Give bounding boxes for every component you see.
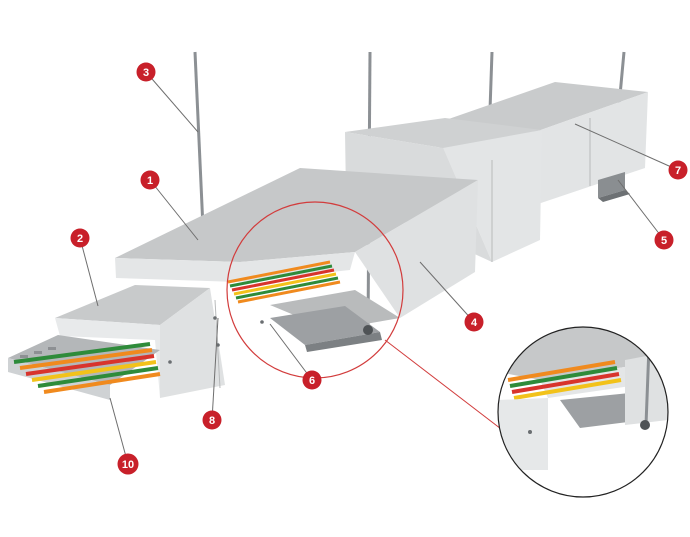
duct-front-section bbox=[55, 285, 225, 398]
duct-side-board bbox=[355, 180, 478, 318]
svg-text:7: 7 bbox=[675, 165, 681, 177]
rod-nut bbox=[363, 325, 373, 335]
callout-8: 8 bbox=[202, 410, 222, 430]
duct-side-face bbox=[535, 92, 648, 205]
fixing-screws bbox=[168, 316, 264, 364]
svg-text:8: 8 bbox=[209, 415, 215, 427]
front-top-board bbox=[55, 285, 210, 325]
callout-3: 3 bbox=[136, 62, 156, 82]
support-bracket bbox=[598, 172, 630, 202]
detail-inset bbox=[497, 326, 669, 498]
support-bracket-edge bbox=[305, 332, 382, 352]
callout-7: 7 bbox=[668, 160, 688, 180]
leader-line bbox=[79, 237, 99, 307]
duct-top-face bbox=[440, 82, 648, 132]
callout-10: 10 bbox=[117, 453, 139, 475]
leader-line bbox=[149, 179, 199, 241]
svg-text:3: 3 bbox=[143, 67, 149, 79]
callout-1: 1 bbox=[140, 170, 160, 190]
duct-main-section bbox=[115, 168, 478, 352]
leader-line bbox=[211, 317, 219, 421]
support-bracket bbox=[270, 306, 380, 345]
svg-text:6: 6 bbox=[309, 375, 315, 387]
hanger-rod bbox=[193, 51, 205, 229]
svg-text:10: 10 bbox=[122, 459, 134, 471]
leader-line bbox=[574, 123, 679, 171]
duct-top-board bbox=[115, 168, 478, 262]
leader-lines bbox=[79, 71, 679, 465]
front-side-board bbox=[160, 288, 225, 398]
leader-line bbox=[617, 179, 665, 241]
svg-text:4: 4 bbox=[471, 317, 478, 329]
callout-5: 5 bbox=[654, 230, 674, 250]
cable-bundle-front bbox=[13, 342, 161, 394]
leader-line bbox=[269, 323, 313, 381]
leader-line bbox=[109, 397, 129, 465]
hanger-rod bbox=[488, 51, 494, 111]
callout-4: 4 bbox=[464, 312, 484, 332]
zoom-connector-line bbox=[384, 339, 506, 433]
leader-line bbox=[419, 261, 475, 323]
front-end-face bbox=[55, 318, 160, 398]
cable-tray bbox=[8, 335, 161, 400]
svg-text:2: 2 bbox=[77, 233, 83, 245]
detail-inset-border bbox=[497, 326, 669, 498]
tray-side bbox=[8, 358, 110, 400]
svg-text:1: 1 bbox=[147, 175, 153, 187]
callout-2: 2 bbox=[70, 228, 90, 248]
svg-text:5: 5 bbox=[661, 235, 667, 247]
leader-line bbox=[145, 71, 199, 133]
collar-top-face bbox=[345, 118, 542, 148]
tray-perforations bbox=[20, 347, 56, 358]
callouts: 1 2 3 4 5 6 7 8 bbox=[70, 62, 688, 475]
callout-6: 6 bbox=[302, 370, 322, 390]
cable-bundle-middle bbox=[227, 260, 341, 304]
